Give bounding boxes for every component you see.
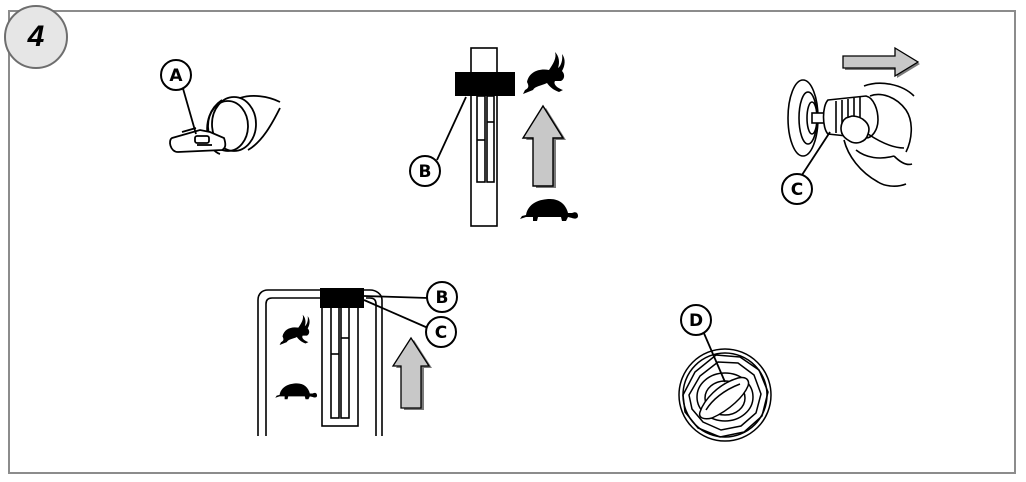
callout-b-2-label: B bbox=[436, 288, 449, 308]
panel-part-a: A bbox=[160, 59, 281, 155]
callout-c-2-label: C bbox=[435, 323, 447, 343]
callout-b-2: B bbox=[426, 281, 458, 313]
leader-line-c-2 bbox=[363, 299, 429, 329]
hare-icon-small bbox=[279, 314, 310, 345]
slider-knob-b-2 bbox=[320, 288, 364, 308]
callout-b: B bbox=[409, 155, 441, 187]
tortoise-icon bbox=[520, 199, 578, 221]
callout-a-label: A bbox=[169, 66, 183, 86]
leader-line-d bbox=[702, 330, 726, 383]
panel-speed-slider: B bbox=[409, 47, 578, 227]
tortoise-icon-small bbox=[275, 383, 318, 400]
round-knob-illustration bbox=[678, 348, 772, 442]
leader-line-a bbox=[181, 84, 197, 135]
lever-knob-illustration bbox=[169, 95, 281, 155]
leader-line-c bbox=[799, 131, 831, 179]
leader-line-b bbox=[436, 96, 467, 161]
panel-speed-window: B C bbox=[257, 281, 458, 436]
slider-knob-b bbox=[455, 72, 515, 96]
panel-pull-knob: C bbox=[781, 46, 920, 205]
control-panel-outline bbox=[257, 289, 383, 436]
up-arrow-icon-small bbox=[391, 336, 432, 410]
right-arrow-icon bbox=[842, 46, 920, 78]
callout-c-2: C bbox=[425, 316, 457, 348]
callout-d-label: D bbox=[689, 311, 703, 331]
up-arrow-icon bbox=[521, 104, 566, 188]
hand-and-knob-illustration bbox=[787, 79, 915, 187]
callout-a: A bbox=[160, 59, 192, 91]
panel-knob-d: D bbox=[678, 304, 772, 442]
callout-c-label: C bbox=[791, 180, 803, 200]
leader-line-b-2 bbox=[363, 295, 429, 299]
callout-c: C bbox=[781, 173, 813, 205]
callout-d: D bbox=[680, 304, 712, 336]
hare-icon bbox=[523, 52, 565, 94]
step-badge: 4 bbox=[4, 5, 68, 69]
callout-b-label: B bbox=[419, 162, 432, 182]
step-number: 4 bbox=[27, 20, 45, 53]
